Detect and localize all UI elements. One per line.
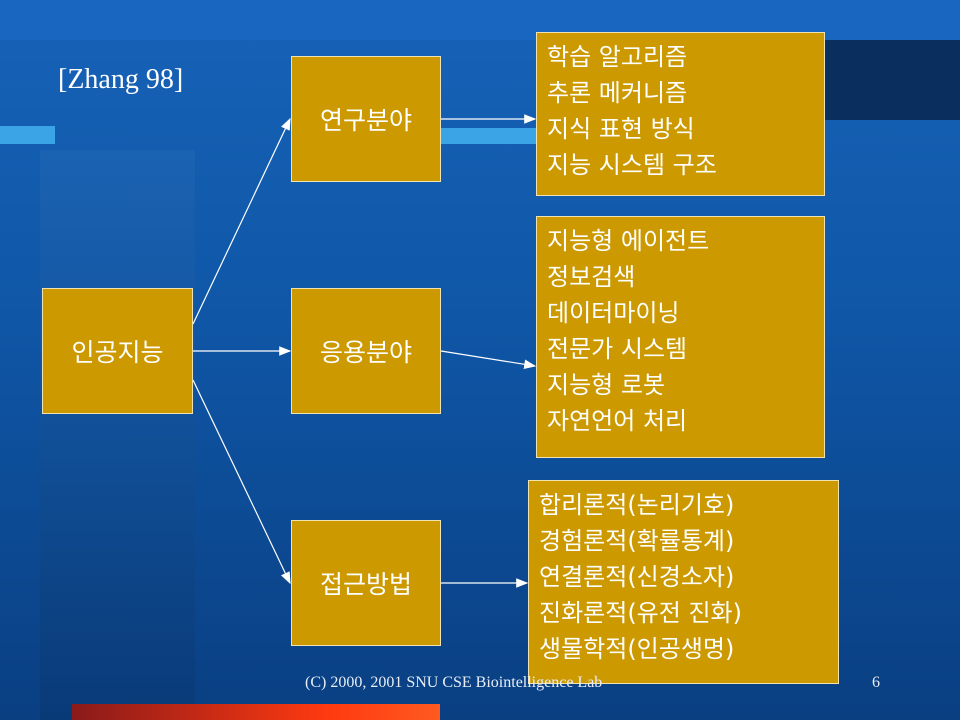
approach-list: 합리론적(논리기호) 경험론적(확률통계) 연결론적(신경소자) 진화론적(유전… bbox=[528, 480, 839, 684]
node-research: 연구분야 bbox=[291, 56, 441, 182]
list-item: 지능형 로봇 bbox=[547, 371, 666, 399]
list-item: 합리론적(논리기호) bbox=[539, 491, 735, 519]
list-item: 정보검색 bbox=[547, 263, 636, 291]
list-item: 지능형 에이전트 bbox=[547, 227, 710, 255]
list-item: 자연언어 처리 bbox=[547, 407, 688, 435]
list-item: 연결론적(신경소자) bbox=[539, 563, 735, 591]
list-item: 생물학적(인공생명) bbox=[539, 635, 735, 663]
node-root: 인공지능 bbox=[42, 288, 193, 414]
list-item: 진화론적(유전 진화) bbox=[539, 599, 742, 627]
list-item: 전문가 시스템 bbox=[547, 335, 688, 363]
list-item: 지능 시스템 구조 bbox=[547, 151, 717, 179]
list-item: 데이터마이닝 bbox=[547, 299, 680, 327]
list-item: 추론 메커니즘 bbox=[547, 79, 688, 107]
citation: [Zhang 98] bbox=[58, 64, 184, 95]
page-number: 6 bbox=[872, 674, 880, 691]
footer-copyright: (C) 2000, 2001 SNU CSE Biointelligence L… bbox=[305, 674, 603, 691]
node-application: 응용분야 bbox=[291, 288, 441, 414]
list-item: 경험론적(확률통계) bbox=[539, 527, 735, 555]
arrow-root-to-approach bbox=[192, 379, 291, 585]
node-approach: 접근방법 bbox=[291, 520, 441, 646]
arrow-root-to-research bbox=[192, 117, 291, 325]
decorative-bar-left bbox=[0, 126, 55, 144]
decorative-stripe bbox=[40, 150, 195, 720]
decorative-bottom-bar bbox=[72, 704, 440, 720]
research-list: 학습 알고리즘 추론 메커니즘 지식 표현 방식 지능 시스템 구조 bbox=[536, 32, 825, 196]
list-item: 지식 표현 방식 bbox=[547, 115, 695, 143]
list-item: 학습 알고리즘 bbox=[547, 43, 688, 71]
arrow-application-to-list bbox=[440, 350, 537, 370]
decorative-block bbox=[820, 40, 960, 120]
application-list: 지능형 에이전트 정보검색 데이터마이닝 전문가 시스템 지능형 로봇 자연언어… bbox=[536, 216, 825, 458]
